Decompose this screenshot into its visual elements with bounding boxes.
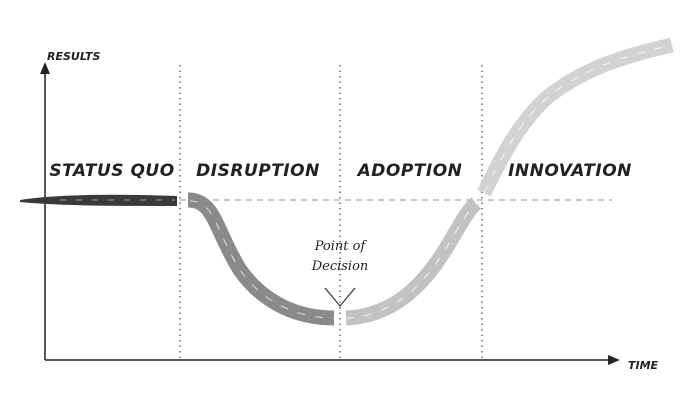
phase-label-innovation: INNOVATION: [508, 161, 632, 181]
phase-label-status-quo: STATUS QUO: [49, 161, 174, 181]
point-of-decision-line1: Point of: [314, 239, 368, 254]
x-axis-arrow: [608, 355, 620, 365]
y-axis-arrow: [40, 62, 50, 74]
phase-label-disruption: DISRUPTION: [196, 161, 320, 181]
y-axis-label: RESULTS: [47, 50, 101, 63]
point-of-decision-line2: Decision: [311, 259, 369, 274]
decision-marker-icon: [324, 287, 356, 307]
x-axis-label: TIME: [628, 359, 659, 372]
status-quo-segment: [20, 194, 177, 206]
phase-label-adoption: ADOPTION: [356, 161, 463, 181]
